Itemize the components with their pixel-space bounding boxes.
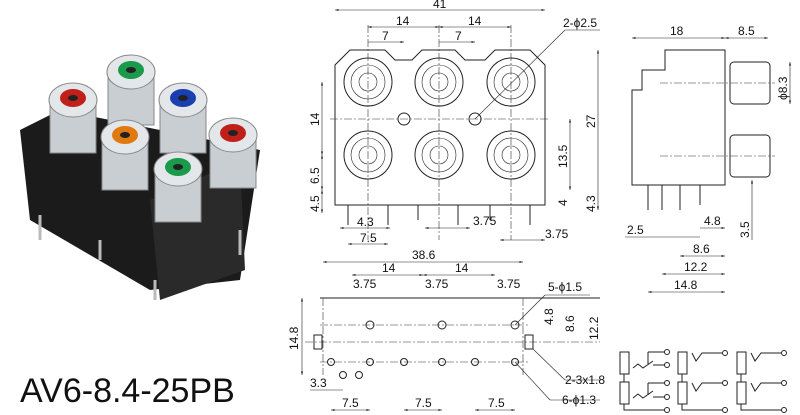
slots — [313, 334, 534, 350]
dim-13.5: 13.5 — [556, 144, 570, 168]
note-2-phi2.5: 2-ϕ2.5 — [563, 16, 597, 30]
dim-4.8: 4.8 — [704, 214, 721, 228]
dim-14.8: 14.8 — [287, 326, 301, 350]
product-photo — [20, 54, 260, 300]
dim-7a: 7 — [382, 29, 389, 43]
dim-41: 41 — [433, 0, 447, 11]
side-view: 18 8.5 ϕ8.3 4.8 2.5 8.6 12.2 14.8 3.5 — [625, 24, 792, 294]
jack-green-bottom — [153, 151, 203, 223]
dim-7.5-1: 7.5 — [342, 396, 359, 410]
dim-4.8: 4.8 — [542, 308, 556, 325]
dim-7.5-2: 7.5 — [415, 396, 432, 410]
note-2-3x1.8: 2-3x1.8 — [565, 373, 605, 387]
dim-3.75-mid: 3.75 — [473, 214, 497, 228]
dim-8.6: 8.6 — [693, 242, 710, 256]
dim-4: 4 — [556, 199, 570, 206]
pins — [347, 205, 531, 225]
large-holes — [365, 320, 520, 330]
dim-4.3-vert: 4.3 — [584, 195, 598, 212]
dim-14a: 14 — [382, 261, 396, 275]
dim-3.5: 3.5 — [738, 221, 752, 238]
dim-7.5: 7.5 — [360, 231, 377, 245]
dim-7.5-3: 7.5 — [488, 396, 505, 410]
dim-38.6: 38.6 — [412, 248, 436, 262]
dim-8.5: 8.5 — [738, 24, 755, 38]
dim-3.75-1: 3.75 — [353, 277, 377, 291]
circuit-schematic — [619, 349, 787, 413]
note-5-phi1.5: 5-ϕ1.5 — [548, 280, 582, 294]
dim-14.8: 14.8 — [674, 278, 698, 292]
small-holes — [327, 358, 519, 379]
dim-3.75-right: 3.75 — [545, 227, 569, 241]
dim-18: 18 — [670, 24, 684, 38]
dim-4.3: 4.3 — [357, 215, 374, 229]
dim-14b: 14 — [468, 14, 482, 28]
jack-outlines — [343, 57, 536, 180]
jack-red-left — [48, 82, 98, 154]
dim-8.6: 8.6 — [563, 315, 577, 332]
bottom-view: 38.6 14 14 3.75 3.75 3.75 5-ϕ1.5 2-3x1.8… — [287, 248, 605, 412]
jack-green-top — [106, 54, 156, 126]
dim-phi8.3: ϕ8.3 — [776, 76, 790, 100]
model-name: AV6-8.4-25PB — [20, 372, 235, 410]
front-view: 41 14 14 7 7 2-ϕ2.5 14 6.5 4.5 27 13.5 4… — [308, 0, 600, 246]
dim-2.5: 2.5 — [627, 223, 644, 237]
jack-red-right — [208, 117, 258, 189]
jack-orange — [100, 119, 150, 191]
dim-14b: 14 — [455, 261, 469, 275]
dim-12.2: 12.2 — [587, 316, 601, 340]
pins — [38, 215, 242, 300]
dim-3.75-2: 3.75 — [425, 277, 449, 291]
dim-3.3: 3.3 — [310, 376, 327, 390]
dim-6.5: 6.5 — [308, 167, 322, 184]
dim-27: 27 — [584, 114, 598, 128]
jack-blue — [158, 82, 208, 154]
dim-12.2: 12.2 — [684, 260, 708, 274]
dim-4.5: 4.5 — [308, 195, 322, 212]
dim-14-vert: 14 — [308, 112, 322, 126]
dim-14a: 14 — [396, 14, 410, 28]
note-6-phi1.3: 6-ϕ1.3 — [562, 393, 596, 407]
dim-7b: 7 — [455, 29, 462, 43]
dim-3.75-3: 3.75 — [497, 277, 521, 291]
